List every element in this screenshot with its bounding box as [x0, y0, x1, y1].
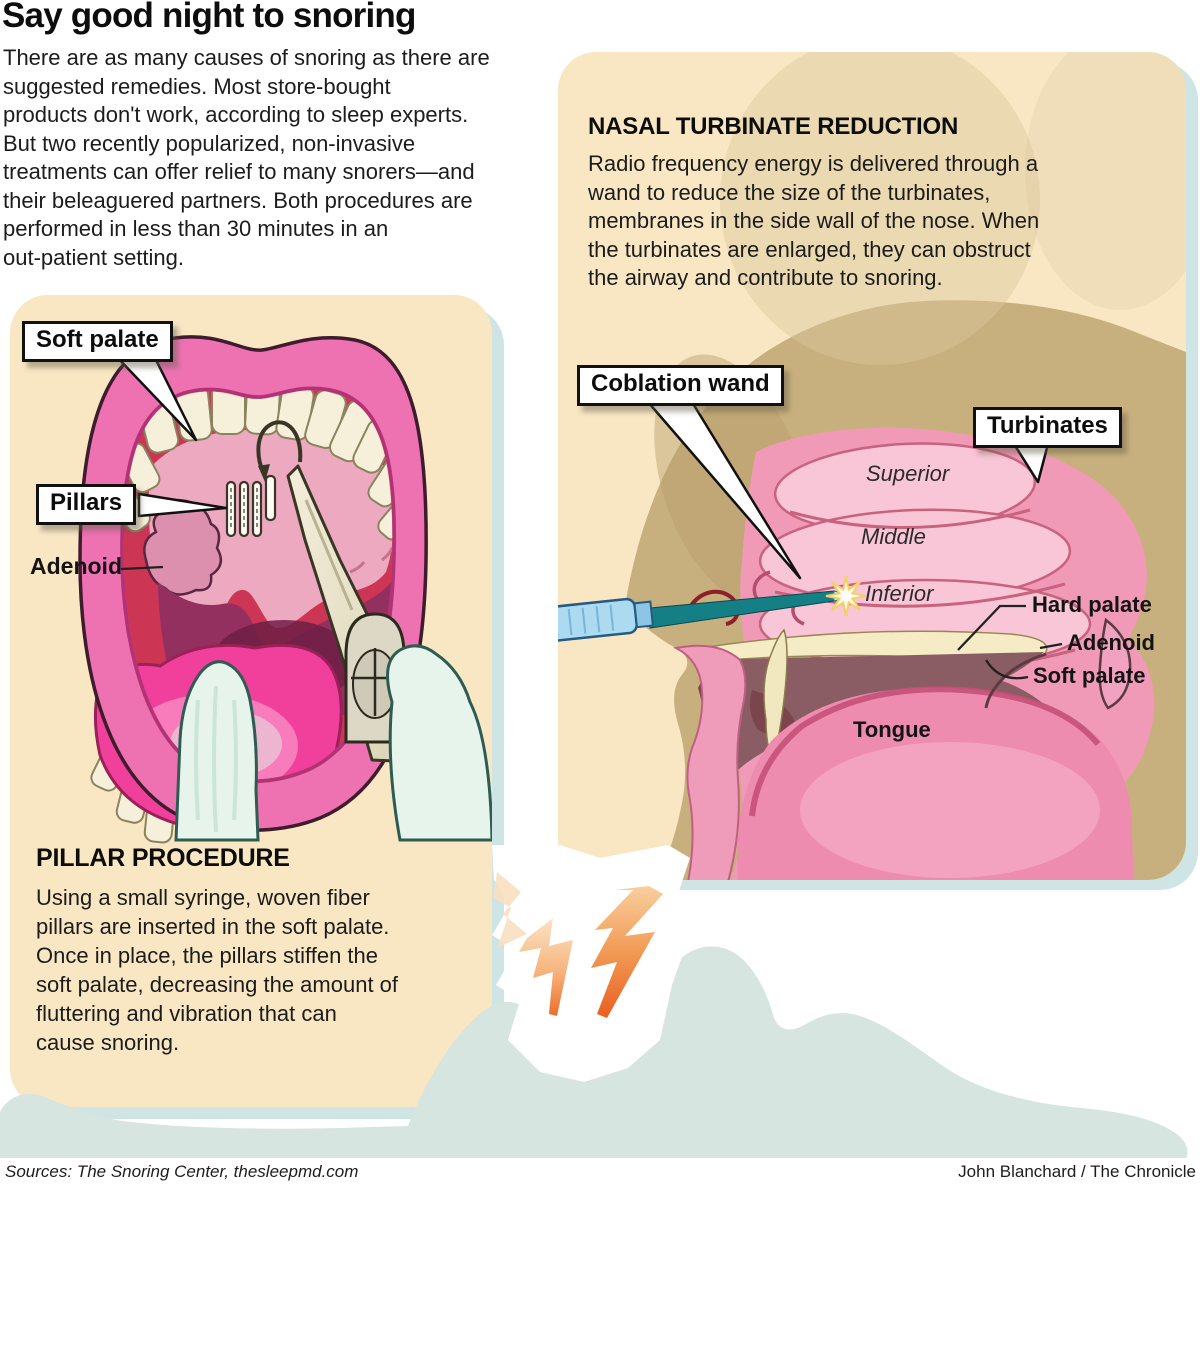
superior-turbinate-label: Superior [866, 461, 950, 486]
adenoid-right-shape [1098, 617, 1132, 710]
soft-palate-callout: Soft palate [22, 321, 173, 362]
tongue-rim [749, 686, 1101, 817]
adenoid-left-leader [120, 565, 164, 571]
syringe-shading [304, 499, 354, 611]
inferior-turbinate-label: Inferior [865, 581, 934, 606]
pillar-implants [225, 474, 277, 538]
middle-turbinate-label: Middle [861, 524, 926, 549]
adenoid-lump [143, 498, 223, 596]
glove-thumb [386, 644, 492, 842]
turbinate-section-body: Radio frequency energy is delivered thro… [588, 151, 1040, 290]
page-title: Say good night to snoring [2, 0, 416, 35]
glove-shading [194, 685, 238, 833]
adenoid-right-leader [1039, 642, 1063, 650]
turbinate-illustration [558, 52, 1186, 880]
adenoid-right-label: Adenoid [1067, 630, 1155, 655]
turbinate-section-heading: NASAL TURBINATE REDUCTION [588, 113, 959, 140]
needle-hook [256, 420, 303, 475]
pillar-section-heading: PILLAR PROCEDURE [36, 844, 290, 872]
tongue-body-highlight [800, 742, 1100, 878]
head-top-fade-2 [1025, 52, 1186, 310]
energy-spark-icon [825, 575, 867, 617]
artist-credit: John Blanchard / The Chronicle [958, 1162, 1196, 1181]
head-top-fade [720, 52, 1040, 365]
snore-bolt-echo [493, 872, 527, 948]
coblation-wand [558, 590, 854, 644]
nostril-rim [682, 589, 740, 626]
tongue-label: Tongue [853, 717, 931, 742]
soft-palate-flap [984, 652, 1047, 709]
insertion-arrow-icon [258, 464, 270, 482]
hard-palate-label: Hard palate [1032, 592, 1152, 617]
turbinates-callout: Turbinates [973, 407, 1122, 448]
soft-palate-right-label: Soft palate [1033, 663, 1146, 688]
hard-palate-leader [957, 604, 1026, 651]
intro-paragraph: There are as many causes of snoring as t… [3, 45, 490, 270]
pillar-section-body: Using a small syringe, woven fiber pilla… [36, 885, 399, 1055]
adenoid-left-label: Adenoid [30, 553, 122, 579]
sources-credit: Sources: The Snoring Center, thesleepmd.… [5, 1162, 359, 1181]
pillars-callout: Pillars [36, 484, 137, 525]
pillar-procedure-illustration [78, 335, 492, 844]
pillars-callout-pointer [137, 492, 228, 518]
coblation-wand-callout: Coblation wand [577, 365, 784, 406]
soft-palate-right-leader [985, 659, 1029, 680]
snore-bolt-left-icon [519, 918, 573, 1016]
snore-bolt-right-icon [591, 886, 663, 1018]
lip-column [672, 644, 747, 880]
